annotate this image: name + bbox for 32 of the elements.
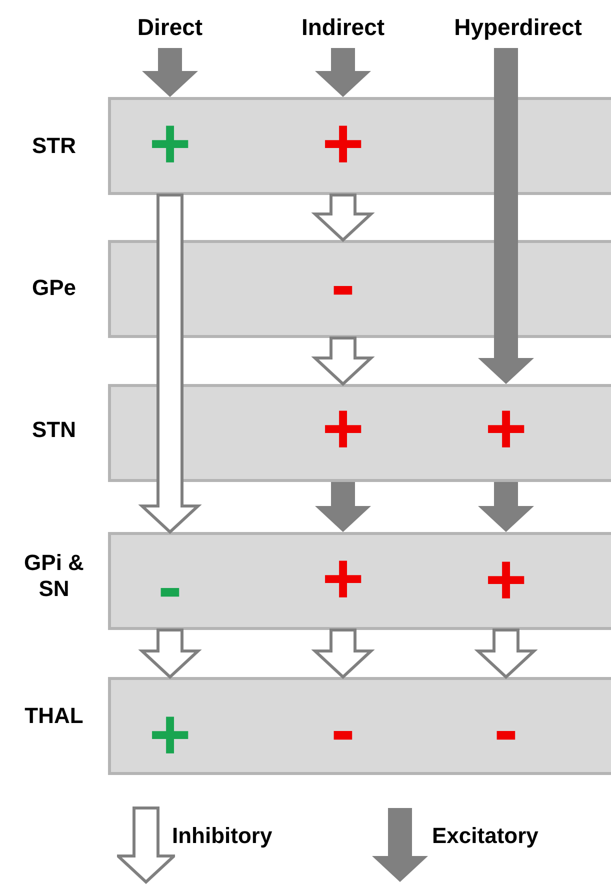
pathway-heading: Indirect xyxy=(301,12,385,42)
region-label: STN xyxy=(31,417,77,443)
block-arrow xyxy=(474,628,538,680)
block-arrow xyxy=(478,482,534,532)
effect-sign: + xyxy=(484,550,528,610)
block-arrow xyxy=(315,48,371,97)
effect-sign: + xyxy=(148,114,192,174)
effect-sign: - xyxy=(331,700,355,760)
block-arrow xyxy=(311,628,375,680)
effect-sign: + xyxy=(322,114,364,174)
block-arrow xyxy=(138,628,202,680)
region-label: GPi & SN xyxy=(23,550,85,602)
effect-sign: - xyxy=(158,557,182,617)
effect-sign: + xyxy=(322,399,364,459)
block-arrow xyxy=(138,194,202,534)
block-arrow xyxy=(315,482,371,532)
effect-sign: - xyxy=(494,700,518,760)
region-label: GPe xyxy=(30,275,78,301)
pathway-heading: Direct xyxy=(137,12,203,42)
legend-label: Excitatory xyxy=(432,822,538,850)
effect-sign: + xyxy=(322,549,364,609)
pathway-heading: Hyperdirect xyxy=(454,12,582,42)
block-arrow xyxy=(311,194,375,242)
region-label: THAL xyxy=(24,703,84,729)
legend-label: Inhibitory xyxy=(172,822,272,850)
effect-sign: + xyxy=(148,705,192,765)
block-arrow xyxy=(142,48,198,97)
effect-sign: + xyxy=(484,399,528,459)
block-arrow xyxy=(478,48,534,384)
effect-sign: - xyxy=(331,255,355,315)
block-arrow xyxy=(311,336,375,386)
region-label: STR xyxy=(31,133,77,159)
